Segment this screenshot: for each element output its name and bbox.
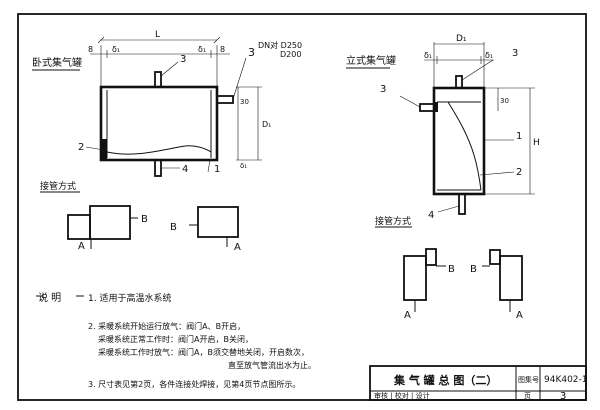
connection-left-tank-a [67, 214, 91, 240]
callout-3: 3 [180, 54, 186, 65]
horizontal-tank-title: 卧式集气罐 [32, 56, 82, 69]
vertical-dim-30: 30 [500, 97, 509, 105]
callout-2: 2 [78, 142, 84, 153]
dim-delta-right-label: δ₁ [240, 162, 247, 170]
connection-label-B: B [448, 264, 455, 275]
vertical-callout-4: 4 [428, 210, 434, 221]
horizontal-tank-side-pipe [216, 95, 234, 104]
vertical-dim-D1: D₁ [456, 34, 467, 44]
leader-line [437, 205, 460, 213]
notes-section: 说 明 1. 适用于高温水系统 2. 采暖系统开始运行放气：阀门A、B开启， 采… [36, 291, 316, 389]
vertical-tank-body [432, 86, 486, 196]
sheet-frame [17, 13, 587, 401]
vertical-tank-bottom-pipe [458, 193, 466, 215]
note-2d: 直至放气管流出水为止。 [228, 360, 316, 370]
connection-right-tank-b-head [489, 249, 501, 265]
callout-4: 4 [182, 164, 188, 175]
dim-delta-label: δ₁ [112, 45, 120, 54]
vertical-tank-hatch [434, 102, 438, 112]
atlas-number: 94K402-1 [544, 375, 588, 385]
drawing-title: 集 气 罐 总 图（二） [393, 373, 497, 387]
horizontal-tank-top-pipe [154, 71, 162, 88]
leader-line [85, 146, 105, 151]
vertical-tank-title: 立式集气罐 [346, 54, 396, 67]
vertical-callout-3: 3 [512, 48, 518, 59]
dim-delta-label: δ₁ [198, 45, 206, 54]
dim-tick [213, 36, 221, 44]
connection-label-B: B [170, 222, 177, 233]
horizontal-tank-bottom-pipe [154, 159, 162, 177]
dn-label-1: DN对 D250 [258, 40, 302, 50]
vertical-callout-1: 1 [516, 131, 522, 142]
vertical-tank-view: 立式集气罐 D₁ δ₁ δ₁ H 30 3 [346, 34, 540, 221]
vertical-tank-top-pipe [455, 75, 463, 89]
connection-label-B: B [141, 214, 148, 225]
note-2a: 2. 采暖系统开始运行放气：阀门A、B开启， [88, 321, 245, 331]
connection-label-B: B [470, 264, 477, 275]
vertical-dim-H: H [533, 138, 540, 148]
note-2b: 采暖系统正常工作时：阀门A开启，B关闭， [98, 334, 253, 344]
page-label: 页 [524, 392, 531, 400]
connection-label-A: A [516, 310, 523, 321]
connection-method-right: 接管方式 B A B A [375, 215, 523, 321]
connection-label-A: A [78, 241, 85, 252]
connection-method-left: 接管方式 B A B A [40, 180, 241, 253]
connection-label-A: A [234, 242, 241, 253]
vertical-dim-delta: δ₁ [485, 51, 493, 60]
leader-line [479, 171, 515, 176]
connection-right-tank-b [499, 255, 523, 301]
dim-8-label: 8 [220, 45, 225, 54]
review-row: 审核 | 校对 | 设计 [374, 391, 430, 400]
connection-label-A: A [404, 310, 411, 321]
callout-1: 1 [214, 164, 220, 175]
dn-label-2: D200 [280, 50, 301, 59]
dim-8-label: 8 [88, 45, 93, 54]
vertical-dim-delta: δ₁ [424, 51, 432, 60]
connection-right-title: 接管方式 [375, 215, 411, 227]
notes-heading: 说 明 [38, 291, 61, 304]
vertical-tank-baffle [447, 101, 482, 191]
note-3: 3. 尺寸表见第2页，各件连接处焊接，见第4页节点图所示。 [88, 379, 300, 389]
dim-D1-label: D₁ [262, 120, 271, 129]
horizontal-tank-hatch [101, 139, 107, 160]
vertical-callout-2: 2 [516, 167, 522, 178]
vertical-tank-side-pipe [419, 103, 435, 112]
leader-line [160, 61, 179, 77]
leader-line [399, 95, 421, 108]
connection-right-tank-a-head [425, 248, 437, 266]
note-1: 1. 适用于高温水系统 [88, 292, 171, 304]
title-block: 集 气 罐 总 图（二） 图集号 94K402-1 审核 | 校对 | 设计 页… [369, 365, 588, 402]
atlas-label: 图集号 [518, 375, 539, 384]
dim-30-label: 30 [240, 98, 249, 106]
vertical-callout-3-side: 3 [380, 84, 386, 95]
connection-left-tank-b [197, 206, 239, 238]
horizontal-tank-view: 卧式集气罐 L 8 δ₁ δ₁ 8 [32, 30, 302, 177]
title-block-frame [369, 365, 587, 401]
connection-left-tank-a-body [89, 205, 131, 240]
leader-line [207, 159, 211, 173]
page-number: 3 [560, 391, 566, 402]
connection-right-tank-a [403, 255, 427, 301]
connection-left-title: 接管方式 [40, 180, 76, 192]
leader-line [461, 59, 494, 81]
callout-3-side: 3 [248, 46, 255, 59]
horizontal-tank-baffle [106, 145, 212, 155]
horizontal-tank-body [99, 85, 219, 162]
dim-L-label: L [155, 30, 160, 40]
leader-line [232, 57, 247, 100]
note-2c: 采暖系统工作时放气：阀门A，B须交替地关闭，开启数次， [98, 347, 309, 357]
dim-tick [97, 36, 105, 44]
